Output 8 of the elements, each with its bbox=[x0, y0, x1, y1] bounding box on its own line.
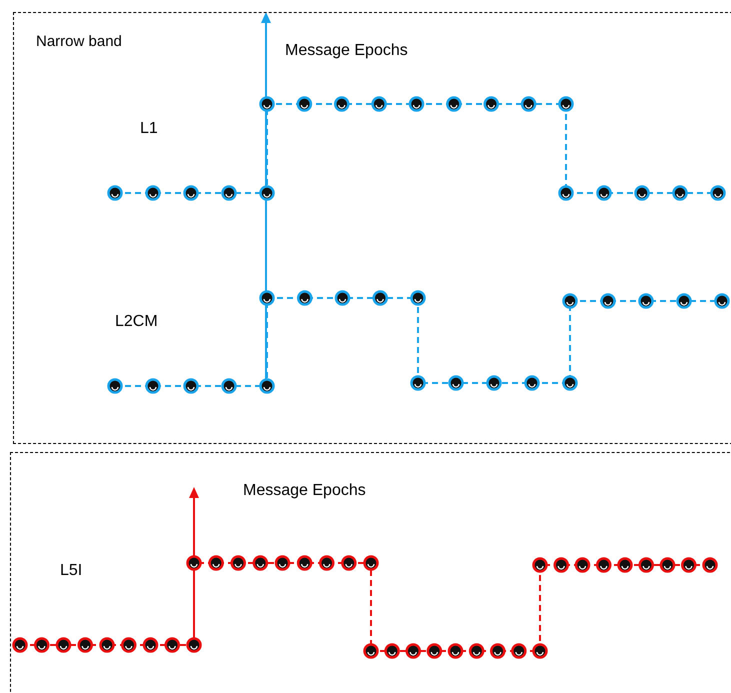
channel-label: L1 bbox=[140, 120, 158, 138]
dashed-panel bbox=[10, 452, 731, 693]
channel-label: L2CM bbox=[115, 313, 158, 331]
panel-title: Narrow band bbox=[36, 33, 122, 50]
dashed-panel bbox=[13, 12, 731, 444]
channel-label: L5I bbox=[60, 562, 82, 580]
annotation-text: Message Epochs bbox=[243, 482, 366, 500]
annotation-text: Message Epochs bbox=[285, 42, 408, 60]
